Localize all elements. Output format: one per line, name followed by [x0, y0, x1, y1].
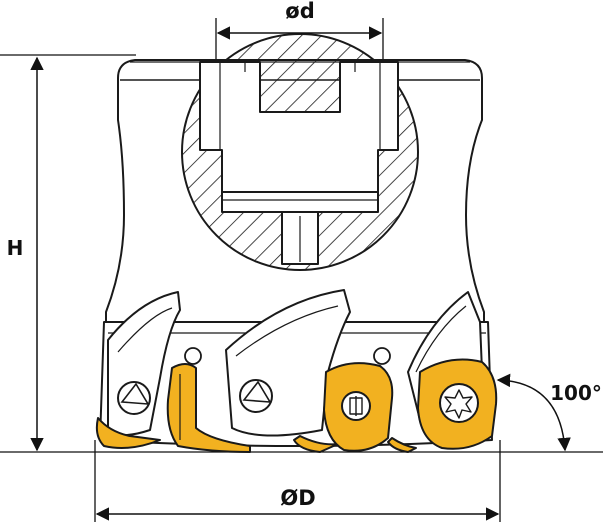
height-label: H [7, 236, 24, 260]
extension-lines [0, 18, 603, 522]
bore-diameter-label: ød [285, 0, 314, 23]
angle-arc [496, 373, 571, 452]
cutting-inserts [95, 358, 498, 453]
screw-holes [117, 379, 273, 415]
insert-mid-edge [293, 435, 339, 453]
angle-label: 100° [550, 381, 602, 405]
insert-right-edge [387, 437, 417, 453]
dimension-arrows [30, 26, 571, 521]
insert-left-edge [95, 417, 161, 449]
outer-diameter-label: ØD [280, 486, 315, 510]
section-cutaway [181, 33, 419, 271]
clamp-holes [184, 347, 391, 365]
insert-left [166, 363, 251, 453]
